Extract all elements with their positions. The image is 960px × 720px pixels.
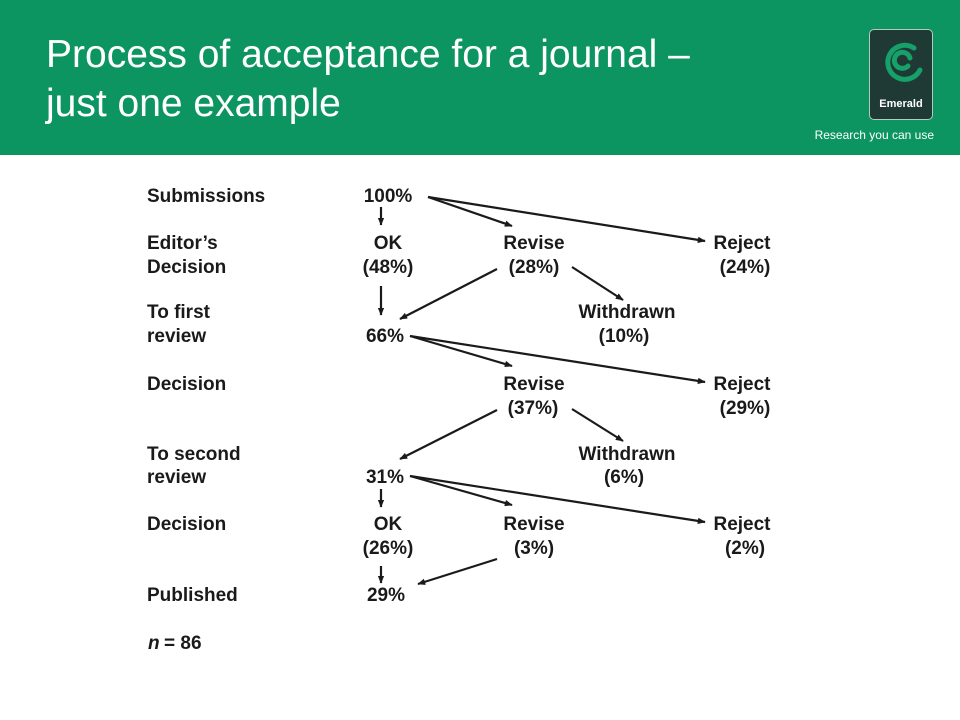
arrow-second-review-to-reject [409,474,706,525]
node-revise-2-pct: (37%) [508,398,559,419]
arrow-first-review-to-reject [409,334,706,385]
sample-size-value: = 86 [164,633,202,654]
header-banner: Process of acceptance for a journal – ju… [0,0,960,155]
node-withdrawn-2-pct: (6%) [604,467,644,488]
stage-submissions: Submissions [147,186,265,207]
stage-decision-3: Decision [147,514,226,535]
sample-size-label: n [148,633,160,654]
arrow-submissions-to-reject [427,195,706,244]
node-reject-2-pct: (29%) [720,398,771,419]
stage-second-review-line1: To second [147,444,241,465]
node-withdrawn-2: Withdrawn [579,444,676,465]
node-reject-1: Reject [713,233,771,254]
arrow-revise-to-published [417,557,498,586]
logo-wordmark: Emerald [879,98,923,110]
stage-editors-decision-line1: Editor’s [147,233,218,254]
stage-editors-decision-line2: Decision [147,257,226,278]
tagline: Research you can use [814,128,934,142]
arrow-first-review-to-revise [409,334,513,368]
arrow-second-review-to-revise [409,474,513,507]
node-revise-2: Revise [503,374,564,395]
node-ok-1: OK [374,233,403,254]
arrow-revise-to-first-review [399,268,498,320]
node-published-pct: 29% [367,585,405,606]
node-submissions-pct: 100% [364,186,413,207]
node-withdrawn-1-pct: (10%) [599,326,650,347]
emerald-logo: Emerald [869,29,933,120]
node-reject-3: Reject [713,514,771,535]
arrow-revise-to-withdrawn-2 [571,408,624,442]
node-first-review-pct: 66% [366,326,404,347]
node-reject-1-pct: (24%) [720,257,771,278]
node-ok-1-pct: (48%) [363,257,414,278]
stage-decision-2: Decision [147,374,226,395]
stage-second-review-line2: review [147,467,206,488]
arrow-revise-to-second-review [399,409,498,460]
node-revise-1-pct: (28%) [509,257,560,278]
node-reject-3-pct: (2%) [725,538,765,559]
acceptance-flow-diagram: Submissions Editor’s Decision To first r… [147,186,771,654]
node-revise-3-pct: (3%) [514,538,554,559]
title-line-1: Process of acceptance for a journal – [46,33,690,76]
arrow-revise-to-withdrawn [571,266,624,301]
stage-first-review-line1: To first [147,302,211,323]
node-second-review-pct: 31% [366,467,404,488]
stage-first-review-line2: review [147,326,206,347]
node-ok-3: OK [374,514,403,535]
stage-published: Published [147,585,238,606]
logo-spiral-icon [885,42,923,82]
title-line-2: just one example [46,82,341,125]
node-reject-2: Reject [713,374,771,395]
node-withdrawn-1: Withdrawn [579,302,676,323]
page-title: Process of acceptance for a journal – ju… [46,30,806,128]
node-ok-3-pct: (26%) [363,538,414,559]
arrow-submissions-to-revise [427,195,513,228]
node-revise-1: Revise [503,233,564,254]
node-revise-3: Revise [503,514,564,535]
